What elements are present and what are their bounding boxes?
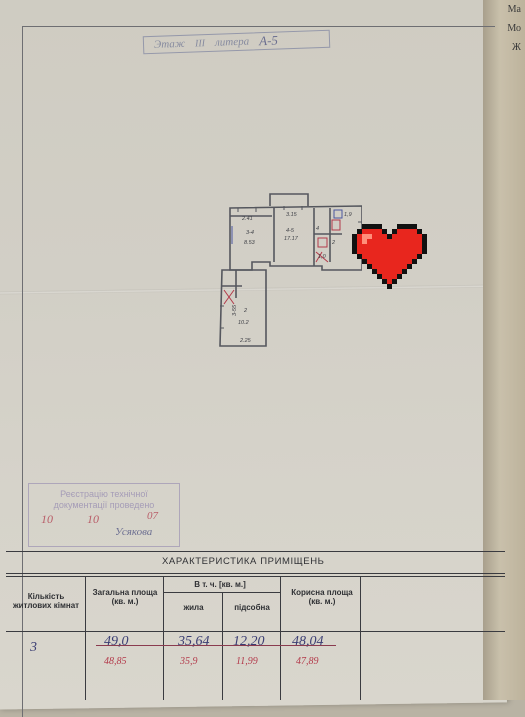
adjacent-page: Ма Мо Ж xyxy=(483,0,525,700)
adjacent-text-line: Мо xyxy=(507,23,521,34)
plan-fixture xyxy=(317,237,328,248)
cell-aux-area-corrected: 11,99 xyxy=(236,656,258,667)
registration-stamp-text: Реєстрацію технічної документації провед… xyxy=(53,489,155,510)
drawing-frame xyxy=(22,26,495,717)
plan-dim-label: 2.41 xyxy=(241,216,253,222)
cell-total-area: 49,0 xyxy=(104,634,129,649)
table-rule xyxy=(163,592,280,593)
cell-aux-area: 12,20 xyxy=(233,634,265,649)
plan-fixture xyxy=(315,251,329,263)
header-aux-area: підсобна xyxy=(234,603,270,612)
header-including-label: В т. ч. xyxy=(194,580,217,589)
room-area-label: 10.2 xyxy=(238,320,249,326)
plan-fixture xyxy=(333,209,343,219)
cell-living-area: 35,64 xyxy=(178,634,210,649)
cell-living-area-corrected: 35,9 xyxy=(180,656,198,667)
room-area-label: 8.53 xyxy=(244,240,256,246)
table-rule xyxy=(280,576,281,700)
plan-fixture xyxy=(331,219,341,231)
plan-dim-label: 2.25 xyxy=(239,338,252,344)
table-rule xyxy=(6,573,505,574)
letter-value: А-5 xyxy=(258,32,279,49)
registration-signature: Усякова xyxy=(115,526,153,538)
plan-fixture xyxy=(223,289,235,305)
header-living-area: жила xyxy=(183,603,204,612)
plan-outline-lower xyxy=(219,269,267,347)
plan-dim-label: 4 xyxy=(316,226,319,232)
room-area-label: 17.17 xyxy=(284,236,299,242)
registration-stamp: Реєстрацію технічної документації провед… xyxy=(28,483,180,547)
header-including: В т. ч. [кв. м.] xyxy=(170,580,270,589)
balcony-outline xyxy=(269,193,309,206)
table-rule xyxy=(222,592,223,700)
table-rule xyxy=(360,576,361,700)
heart-icon xyxy=(352,224,427,289)
room-id-label: 3-55 xyxy=(232,304,238,316)
cell-useful-area-corrected: 47,89 xyxy=(296,656,319,667)
table-rule xyxy=(6,551,505,552)
room-id-label: 4-5 xyxy=(286,228,295,234)
registration-year: 07 xyxy=(147,510,158,522)
plan-dim-label: 1,0 xyxy=(318,254,327,260)
plan-dim-label: 1,9 xyxy=(344,212,352,218)
letter-label: литера xyxy=(214,35,250,49)
cell-total-area-corrected: 48,85 xyxy=(104,656,127,667)
strikethrough-line xyxy=(96,645,336,646)
table-rule xyxy=(6,631,505,632)
adjacent-text-line: Ма xyxy=(507,4,521,15)
cell-useful-area: 48,04 xyxy=(292,634,324,649)
header-rooms: Кількість житлових кімнат xyxy=(12,592,80,610)
cell-rooms: 3 xyxy=(30,640,37,655)
floor-plan: 2.41 3.15 1,9 3-4 8.53 4-5 17.17 4 2 1,0… xyxy=(219,193,362,347)
header-including-unit: [кв. м.] xyxy=(218,580,246,589)
floor-value: III xyxy=(194,37,206,49)
room-id-label: 3-4 xyxy=(246,230,254,236)
registration-month: 10 xyxy=(87,512,99,526)
room-id-label: 2 xyxy=(243,308,247,314)
adjacent-text-line: Ж xyxy=(512,42,521,53)
header-useful-area: Корисна площа (кв. м.) xyxy=(291,588,353,606)
plan-dim-label: 3.15 xyxy=(286,212,298,218)
table-title: ХАРАКТЕРИСТИКА ПРИМІЩЕНЬ xyxy=(162,556,325,567)
table-rule xyxy=(163,576,164,700)
plan-dim-label: 2 xyxy=(331,240,335,246)
table-rule xyxy=(85,576,86,700)
registration-day: 10 xyxy=(41,512,53,526)
adjacent-page-text: Ма Мо Ж xyxy=(491,0,521,57)
floor-label: Этаж xyxy=(153,37,186,51)
table-rule xyxy=(6,576,505,577)
header-total-area: Загальна площа (кв. м.) xyxy=(92,588,158,606)
